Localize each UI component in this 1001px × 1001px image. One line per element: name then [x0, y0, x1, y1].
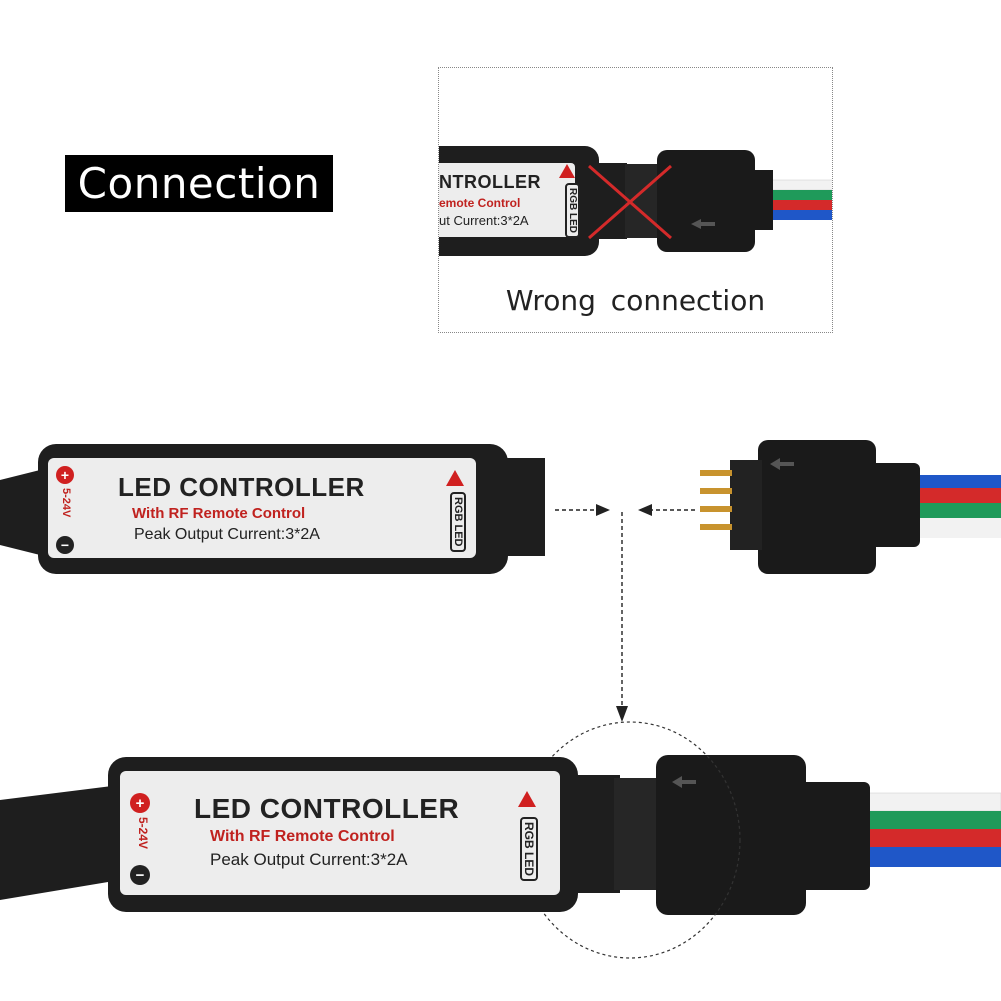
controller-subtitle: With RF Remote Control [132, 505, 306, 522]
arrow-right-icon [596, 504, 610, 516]
arrow-down-icon [616, 706, 628, 722]
arrow-left-icon [691, 219, 715, 229]
controller-title: LED CONTROLLER [194, 793, 460, 824]
plus-icon: + [130, 793, 150, 813]
led-controller-top: + 5-24V − LED CONTROLLER With RF Remote … [38, 444, 508, 574]
rgb-led-label: RGB LED [450, 492, 466, 552]
wrong-connection-caption: Wrong connection [505, 284, 766, 317]
pin-2 [700, 488, 732, 494]
wrong-controller-title: NTROLLER [439, 172, 541, 192]
connection-title: Connection [65, 155, 333, 212]
led-controller-bottom: + 5-24V − LED CONTROLLER With RF Remote … [108, 757, 578, 912]
pin-3 [700, 506, 732, 512]
arrow-left-icon [770, 458, 794, 470]
minus-icon: − [56, 536, 74, 554]
arrow-left-icon [638, 504, 652, 516]
warning-triangle-icon [518, 791, 536, 807]
controller-title: LED CONTROLLER [118, 472, 365, 502]
wrong-connection-panel: NTROLLER emote Control ut Current:3*2A R… [438, 67, 833, 333]
dashed-circle-icon [519, 721, 741, 959]
wrong-connection-illustration [439, 146, 832, 256]
minus-icon: − [130, 865, 150, 885]
controller-peak-current: Peak Output Current:3*2A [134, 526, 320, 543]
controller-peak-current: Peak Output Current:3*2A [210, 850, 408, 869]
controller-face [48, 458, 476, 558]
wrong-controller-subtitle: emote Control [439, 196, 521, 210]
controller-subtitle: With RF Remote Control [210, 828, 395, 845]
pin-4 [700, 524, 732, 530]
warning-triangle-icon [446, 470, 464, 486]
arrow-left-icon [672, 776, 696, 788]
voltage-label: 5-24V [136, 817, 150, 850]
pin-1 [700, 470, 732, 476]
wrong-controller-peak: ut Current:3*2A [439, 213, 529, 228]
voltage-label: 5-24V [60, 488, 72, 518]
rgb-led-label: RGB LED [520, 817, 538, 881]
plus-icon: + [56, 466, 74, 484]
controller-face [120, 771, 560, 895]
